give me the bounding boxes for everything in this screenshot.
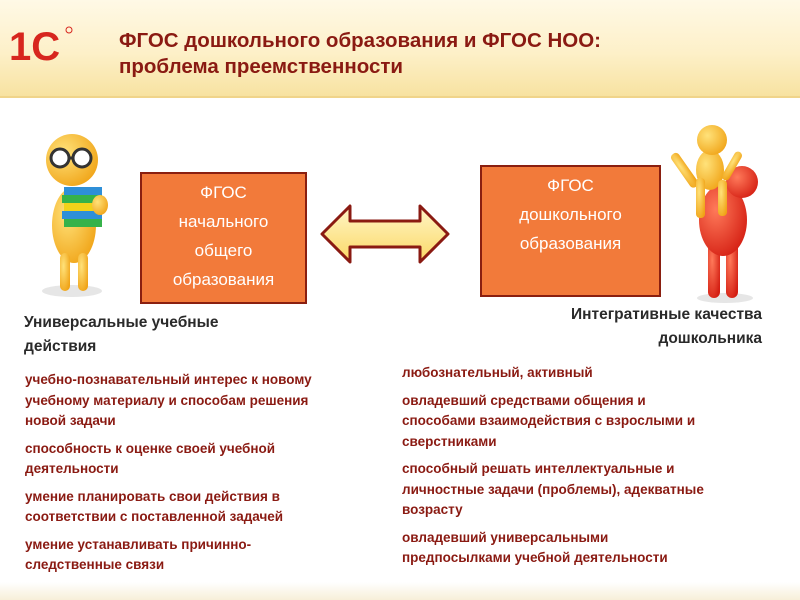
box-left-line-3: общего [194, 241, 253, 260]
box-left-line-2: начального [178, 212, 269, 231]
list-item-line: сверстниками [402, 433, 497, 449]
right-column-heading: Интегративные качества дошкольника [430, 303, 762, 351]
list-item: умение устанавливать причинно- следствен… [25, 535, 365, 576]
box-right-line-2: дошкольного [519, 205, 622, 224]
right-heading-line-2: дошкольника [658, 330, 762, 347]
child-on-parent-shoulders-icon [670, 120, 765, 305]
list-item-line: любознательный, активный [402, 365, 593, 380]
list-item: любознательный, активный [402, 363, 762, 384]
left-heading-line-1: Универсальные учебные [24, 314, 219, 331]
list-item: овладевший универсальными предпосылками … [402, 528, 762, 569]
integrative-qualities-list: любознательный, активный овладевший сред… [402, 363, 762, 576]
list-item: овладевший средствами общения и способам… [402, 391, 762, 453]
left-heading-line-2: действия [24, 338, 97, 355]
header-divider [0, 96, 800, 98]
student-with-books-icon [22, 125, 122, 300]
list-item-line: овладевший универсальными [402, 529, 609, 545]
list-item: способный решать интеллектуальные и личн… [402, 459, 762, 521]
list-item: способность к оценке своей учебной деяте… [25, 439, 365, 480]
fgos-do-box: ФГОС дошкольного образования [480, 165, 661, 297]
list-item-line: умение планировать свои действия в [25, 488, 280, 504]
slide-footer [0, 582, 800, 600]
list-item-line: способами взаимодействия с взрослыми и [402, 413, 696, 428]
fgos-noo-box: ФГОС начального общего образования [140, 172, 307, 304]
box-left-line-4: образования [172, 270, 275, 289]
box-left-line-1: ФГОС [200, 183, 247, 202]
list-item-line: возрасту [402, 502, 463, 517]
list-item-line: способный решать интеллектуальные и [402, 461, 675, 476]
logo-text: 1С [9, 25, 60, 66]
list-item-line: учебному материалу и способам решения [25, 392, 309, 408]
universal-learning-actions-list: учебно-познавательный интерес к новому у… [25, 370, 365, 583]
title-line-1: ФГОС дошкольного образования и ФГОС НОО: [119, 29, 601, 52]
double-arrow-icon [320, 203, 450, 265]
list-item-line: личностные задачи (проблемы), адекватные [402, 481, 704, 497]
list-item-line: способность к оценке своей учебной [25, 440, 276, 456]
title-line-2: проблема преемственности [119, 55, 404, 78]
list-item-line: соответствии с поставленной задачей [25, 509, 284, 524]
list-item-line: овладевший средствами общения и [402, 392, 646, 408]
list-item-line: деятельности [25, 461, 119, 476]
slide-header [0, 0, 800, 97]
list-item-line: учебно-познавательный интерес к новому [25, 372, 312, 387]
list-item: учебно-познавательный интерес к новому у… [25, 370, 365, 432]
list-item: умение планировать свои действия в соотв… [25, 487, 365, 528]
left-column-heading: Универсальные учебные действия [24, 311, 324, 359]
box-right-line-1: ФГОС [547, 176, 594, 195]
box-right-line-3: образования [519, 234, 622, 253]
page-title: ФГОС дошкольного образования и ФГОС НОО:… [119, 28, 779, 80]
list-item-line: новой задачи [25, 413, 116, 428]
right-heading-line-1: Интегративные качества [571, 306, 762, 323]
logo-1c: 1С [9, 22, 77, 69]
list-item-line: умение устанавливать причинно- [25, 536, 252, 552]
list-item-line: следственные связи [25, 557, 165, 572]
list-item-line: предпосылками учебной деятельности [402, 550, 668, 565]
